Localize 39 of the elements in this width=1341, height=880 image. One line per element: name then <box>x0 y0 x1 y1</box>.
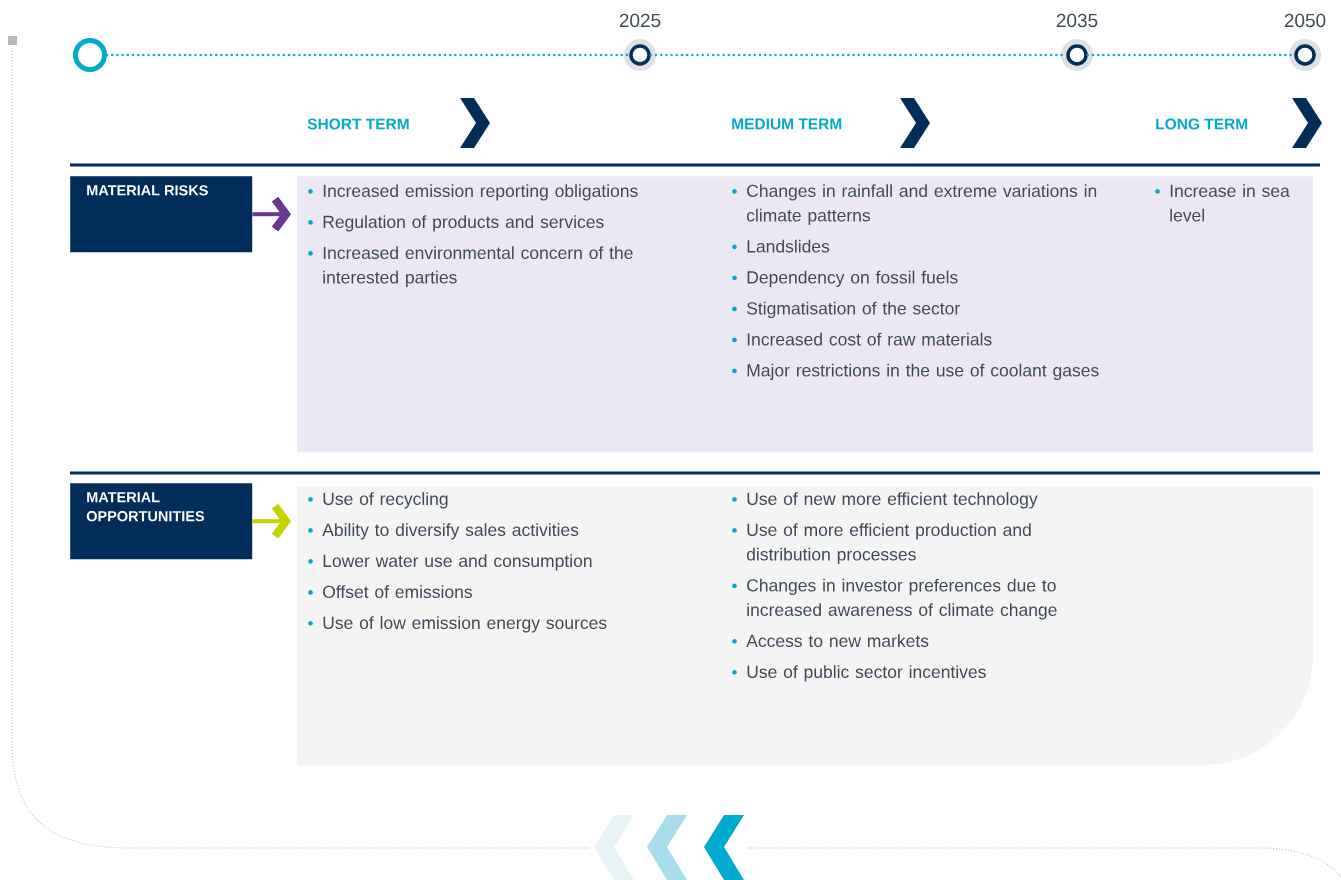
node-label: Use of low emission energy sources <box>323 616 607 633</box>
node-label: Increased emission reporting obligations <box>323 184 638 201</box>
dotted-timeline <box>105 53 631 57</box>
timeline-marker <box>73 38 107 72</box>
node-label: Increased cost of raw materials <box>747 332 992 346</box>
bullet-list: Use of new more efficient technology Use of more efficient production and distribution processes Changes in investor preferences due to increased awareness of climate change Access to new markets Use of public sector incentives <box>732 492 1057 682</box>
node-label: Lower water use and consumption <box>323 554 592 571</box>
node-label: Ability to diversify sales activities <box>322 523 579 540</box>
node-label: Dependency on fossil fuels <box>747 270 958 288</box>
node-label: Increased environmental concern of the interested parties <box>323 246 633 288</box>
node-label: Use of more efficient production and distribution processes <box>746 523 1031 565</box>
bullet-list: Changes in rainfall and extreme variations in climate patterns Landslides Dependency on fossil fuels Stigmatisation of the sector Increased cost of raw materials Major restrictions in the use of coolant gases <box>732 184 1099 380</box>
column-heading: MEDIUM TERM <box>732 118 842 130</box>
timeline-marker <box>1061 39 1093 71</box>
panel-background <box>297 487 1313 765</box>
node-label: Use of recycling <box>323 492 448 509</box>
column-heading: LONG TERM <box>1156 118 1248 130</box>
node-label: Stigmatisation of the sector <box>747 301 960 319</box>
column-heading: SHORT TERM <box>307 118 409 130</box>
node-label: Major restrictions in the use of coolant gases <box>747 363 1099 381</box>
panel-background <box>297 176 1314 453</box>
row-header-box: MATERIAL OPPORTUNITIES <box>70 483 253 560</box>
timeline-marker <box>1289 39 1321 71</box>
node-label: Landslides <box>747 239 830 253</box>
node-label: Changes in rainfall and extreme variations in climate patterns <box>746 184 1097 226</box>
node-label: Use of public sector incentives <box>747 665 986 682</box>
year-label: 2035 <box>1056 13 1098 28</box>
node-label: Offset of emissions <box>323 585 472 599</box>
bullet-list: Increase in sea level <box>1155 184 1290 222</box>
timeline-marker <box>624 39 656 71</box>
node-label: Changes in investor preferences due to increased awareness of climate change <box>747 578 1057 620</box>
node-label: Regulation of products and services <box>323 215 604 232</box>
year-label: 2025 <box>619 13 661 28</box>
year-label: 2050 <box>1284 13 1326 28</box>
node-label: Use of new more efficient technology <box>747 492 1038 509</box>
node-label: Access to new markets <box>746 634 929 648</box>
row-header-box: MATERIAL RISKS <box>70 176 253 253</box>
bullet-list: Increased emission reporting obligations Regulation of products and services Increased environmental concern of the interested parties <box>308 184 638 287</box>
bullet-list: Use of recycling Ability to diversify sales activities Lower water use and consumption Offset of emissions Use of low emission energy sources <box>308 492 607 633</box>
